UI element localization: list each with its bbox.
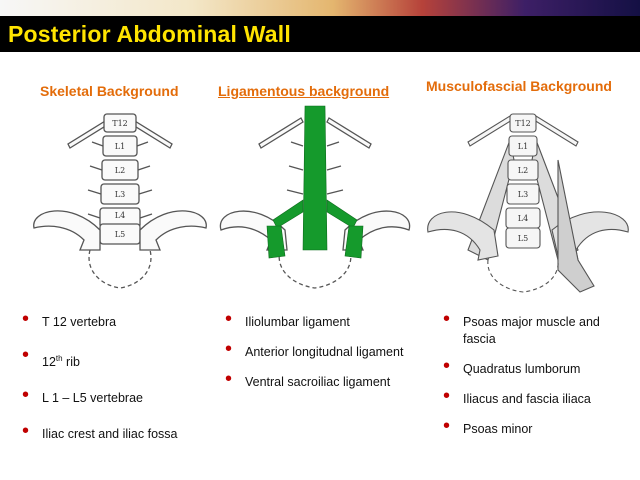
bullet-icon: • — [443, 308, 451, 330]
bullet-icon: • — [225, 338, 233, 360]
title-bar: Posterior Abdominal Wall — [0, 16, 640, 52]
list-item: •Ventral sacroiliac ligament — [225, 368, 391, 390]
list-item: •L 1 – L5 vertebrae — [22, 384, 143, 407]
bullet-icon: • — [225, 368, 233, 390]
ligamentous-bullet-list: •Iliolumbar ligament •Anterior longitudn… — [225, 308, 425, 404]
bullet-icon: • — [22, 308, 30, 330]
vertebra-label: T12 — [112, 119, 128, 128]
list-item: •Anterior longitudnal ligament — [225, 338, 404, 360]
vertebra-label: L2 — [518, 166, 528, 175]
heading-musculofascial: Musculofascial Background — [426, 78, 612, 94]
list-item: •T 12 vertebra — [22, 308, 117, 330]
vertebra-label: L1 — [115, 142, 125, 151]
bullet-icon: • — [22, 420, 30, 443]
heading-skeletal: Skeletal Background — [40, 83, 179, 99]
vertebra-label: T12 — [515, 119, 531, 128]
bullet-icon: • — [225, 308, 233, 330]
vertebra-label: L4 — [518, 214, 528, 223]
bullet-icon: • — [443, 355, 451, 377]
heading-ligamentous: Ligamentous background — [218, 83, 390, 99]
list-item: •Iliacus and fascia iliaca — [443, 385, 591, 407]
vertebra-label: L5 — [518, 234, 528, 243]
skeletal-spine-illustration: T12 L1 L2 L3 L4 L5 — [33, 113, 207, 289]
bullet-icon: • — [22, 384, 30, 407]
list-item: •Iliolumbar ligament — [225, 308, 350, 330]
slide-title: Posterior Abdominal Wall — [8, 21, 291, 47]
musculofascial-spine-illustration: T12 L1 L2 L3 L4 L5 — [427, 113, 629, 293]
ligamentous-spine-illustration — [219, 105, 411, 289]
vertebra-label: L2 — [115, 166, 125, 175]
decorative-top-stripe — [0, 0, 640, 16]
bullet-icon: • — [22, 344, 30, 366]
vertebra-label: L3 — [115, 190, 125, 199]
bullet-icon: • — [443, 385, 451, 407]
vertebra-label: L4 — [115, 211, 125, 220]
bullet-icon: • — [443, 415, 451, 437]
list-item: •Iliac crest and iliac fossa — [22, 420, 178, 443]
musculofascial-bullet-list: •Psoas major muscle and fascia •Quadratu… — [443, 308, 633, 451]
vertebra-label: L3 — [518, 190, 528, 199]
skeletal-bullet-list: •T 12 vertebra •12th rib •L 1 – L5 verte… — [22, 308, 212, 462]
list-item: •Psoas major muscle and fascia — [443, 308, 600, 346]
vertebra-label: L5 — [115, 230, 125, 239]
vertebra-label: L1 — [518, 142, 528, 151]
list-item: •Psoas minor — [443, 415, 533, 437]
list-item: •12th rib — [22, 344, 80, 370]
list-item: •Quadratus lumborum — [443, 355, 581, 377]
